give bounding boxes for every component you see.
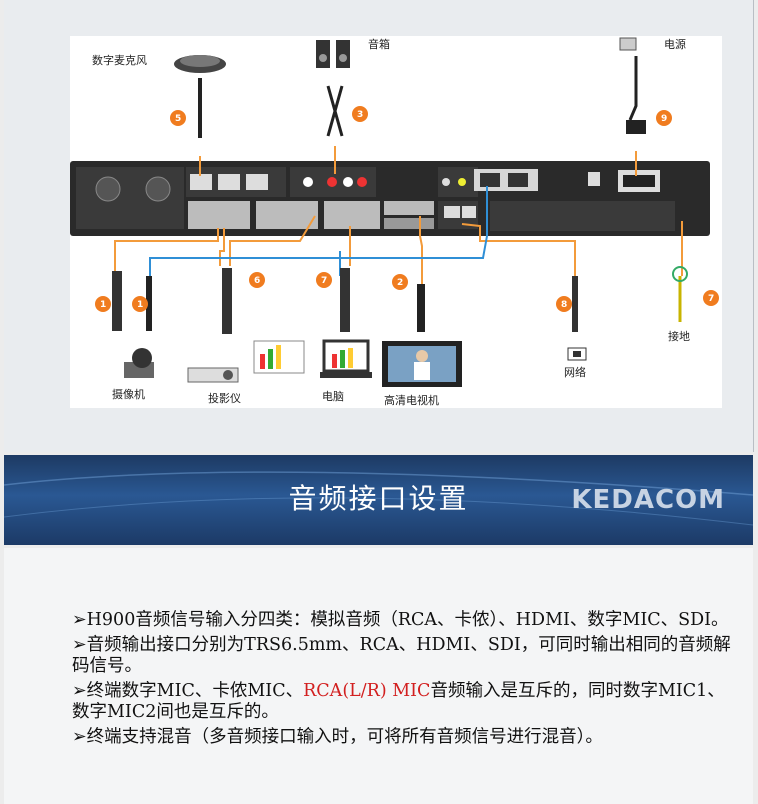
dvi-port-1	[188, 201, 250, 229]
badge-8: 8	[556, 296, 572, 312]
dvi-port-2	[256, 201, 318, 229]
badge-3: 3	[352, 106, 368, 122]
badge-7: 7	[703, 290, 719, 306]
content-slide: ➢H900音频信号输入分四类：模拟音频（RCA、卡侬）、HDMI、数字MIC、S…	[4, 548, 753, 804]
badge-1a: 1	[95, 296, 111, 312]
label-computer: 电脑	[322, 390, 344, 403]
projector-icon	[187, 340, 305, 383]
mic-rj45-port-2	[218, 174, 240, 190]
badge-6: 7	[316, 272, 332, 288]
power-plug-icon	[619, 37, 637, 51]
hdmi-port	[384, 201, 434, 215]
label-projector: 投影仪	[208, 391, 241, 405]
label-camera: 摄像机	[112, 387, 145, 401]
svg-text:6: 6	[254, 276, 260, 286]
lan-port-1	[480, 173, 500, 187]
svg-text:8: 8	[561, 300, 567, 310]
network-icon	[567, 347, 587, 361]
label-power: 电源	[664, 37, 686, 51]
svg-text:5: 5	[175, 114, 181, 124]
bullet-item: ➢终端支持混音（多音频接口输入时，可将所有音频信号进行混音）。	[72, 727, 603, 747]
computer-icon	[320, 339, 372, 378]
dvi-port-3	[324, 201, 380, 229]
mic-rj45-port-1	[190, 174, 212, 190]
banner-title: 音频接口设置	[288, 482, 469, 515]
svg-text:9: 9	[661, 114, 667, 124]
badge-4: 5	[170, 110, 186, 126]
bullet-list: ➢H900音频信号输入分四类：模拟音频（RCA、卡侬）、HDMI、数字MIC、S…	[72, 610, 732, 752]
label-digital-mic: 数字麦克风	[92, 53, 147, 67]
label-ground: 接地	[668, 330, 690, 343]
connection-diagram: 数字麦克风 音箱 电源 摄像机 投影仪 电脑 高清电视机	[70, 36, 722, 408]
label-network: 网络	[564, 365, 586, 379]
label-speakers: 音箱	[368, 37, 390, 51]
banner-swoosh	[4, 471, 753, 526]
hdtv-icon	[382, 341, 462, 387]
svg-text:3: 3	[357, 110, 363, 120]
highlight-rca: RCA(L/R) MIC	[303, 681, 431, 701]
bullet-item: ➢终端数字MIC、卡侬MIC、RCA(L/R) MIC音频输入是互斥的，同时数字…	[72, 681, 725, 722]
power-switch	[588, 172, 600, 186]
svg-text:1: 1	[137, 300, 143, 310]
svg-text:2: 2	[397, 278, 403, 288]
badge-1b: 1	[132, 296, 148, 312]
camera-icon	[124, 348, 154, 378]
title-banner: 音频接口设置 KEDACOM	[4, 455, 753, 545]
mic1-xlr-port	[95, 176, 121, 202]
badge-9: 9	[656, 110, 672, 126]
badge-5: 6	[249, 272, 265, 288]
lan-port-2	[508, 173, 528, 187]
bullet-item: ➢音频输出接口分别为TRS6.5mm、RCA、HDMI、SDI，可同时输出相同的…	[72, 635, 731, 676]
svg-text:7: 7	[708, 294, 714, 304]
svg-text:7: 7	[321, 276, 327, 286]
bullet-item: ➢H900音频信号输入分四类：模拟音频（RCA、卡侬）、HDMI、数字MIC、S…	[72, 610, 729, 630]
mic2-xlr-port	[145, 176, 171, 202]
svg-text:1: 1	[100, 300, 106, 310]
badge-2: 2	[392, 274, 408, 290]
label-hdtv: 高清电视机	[384, 393, 439, 407]
brand-logo: KEDACOM	[571, 485, 725, 515]
